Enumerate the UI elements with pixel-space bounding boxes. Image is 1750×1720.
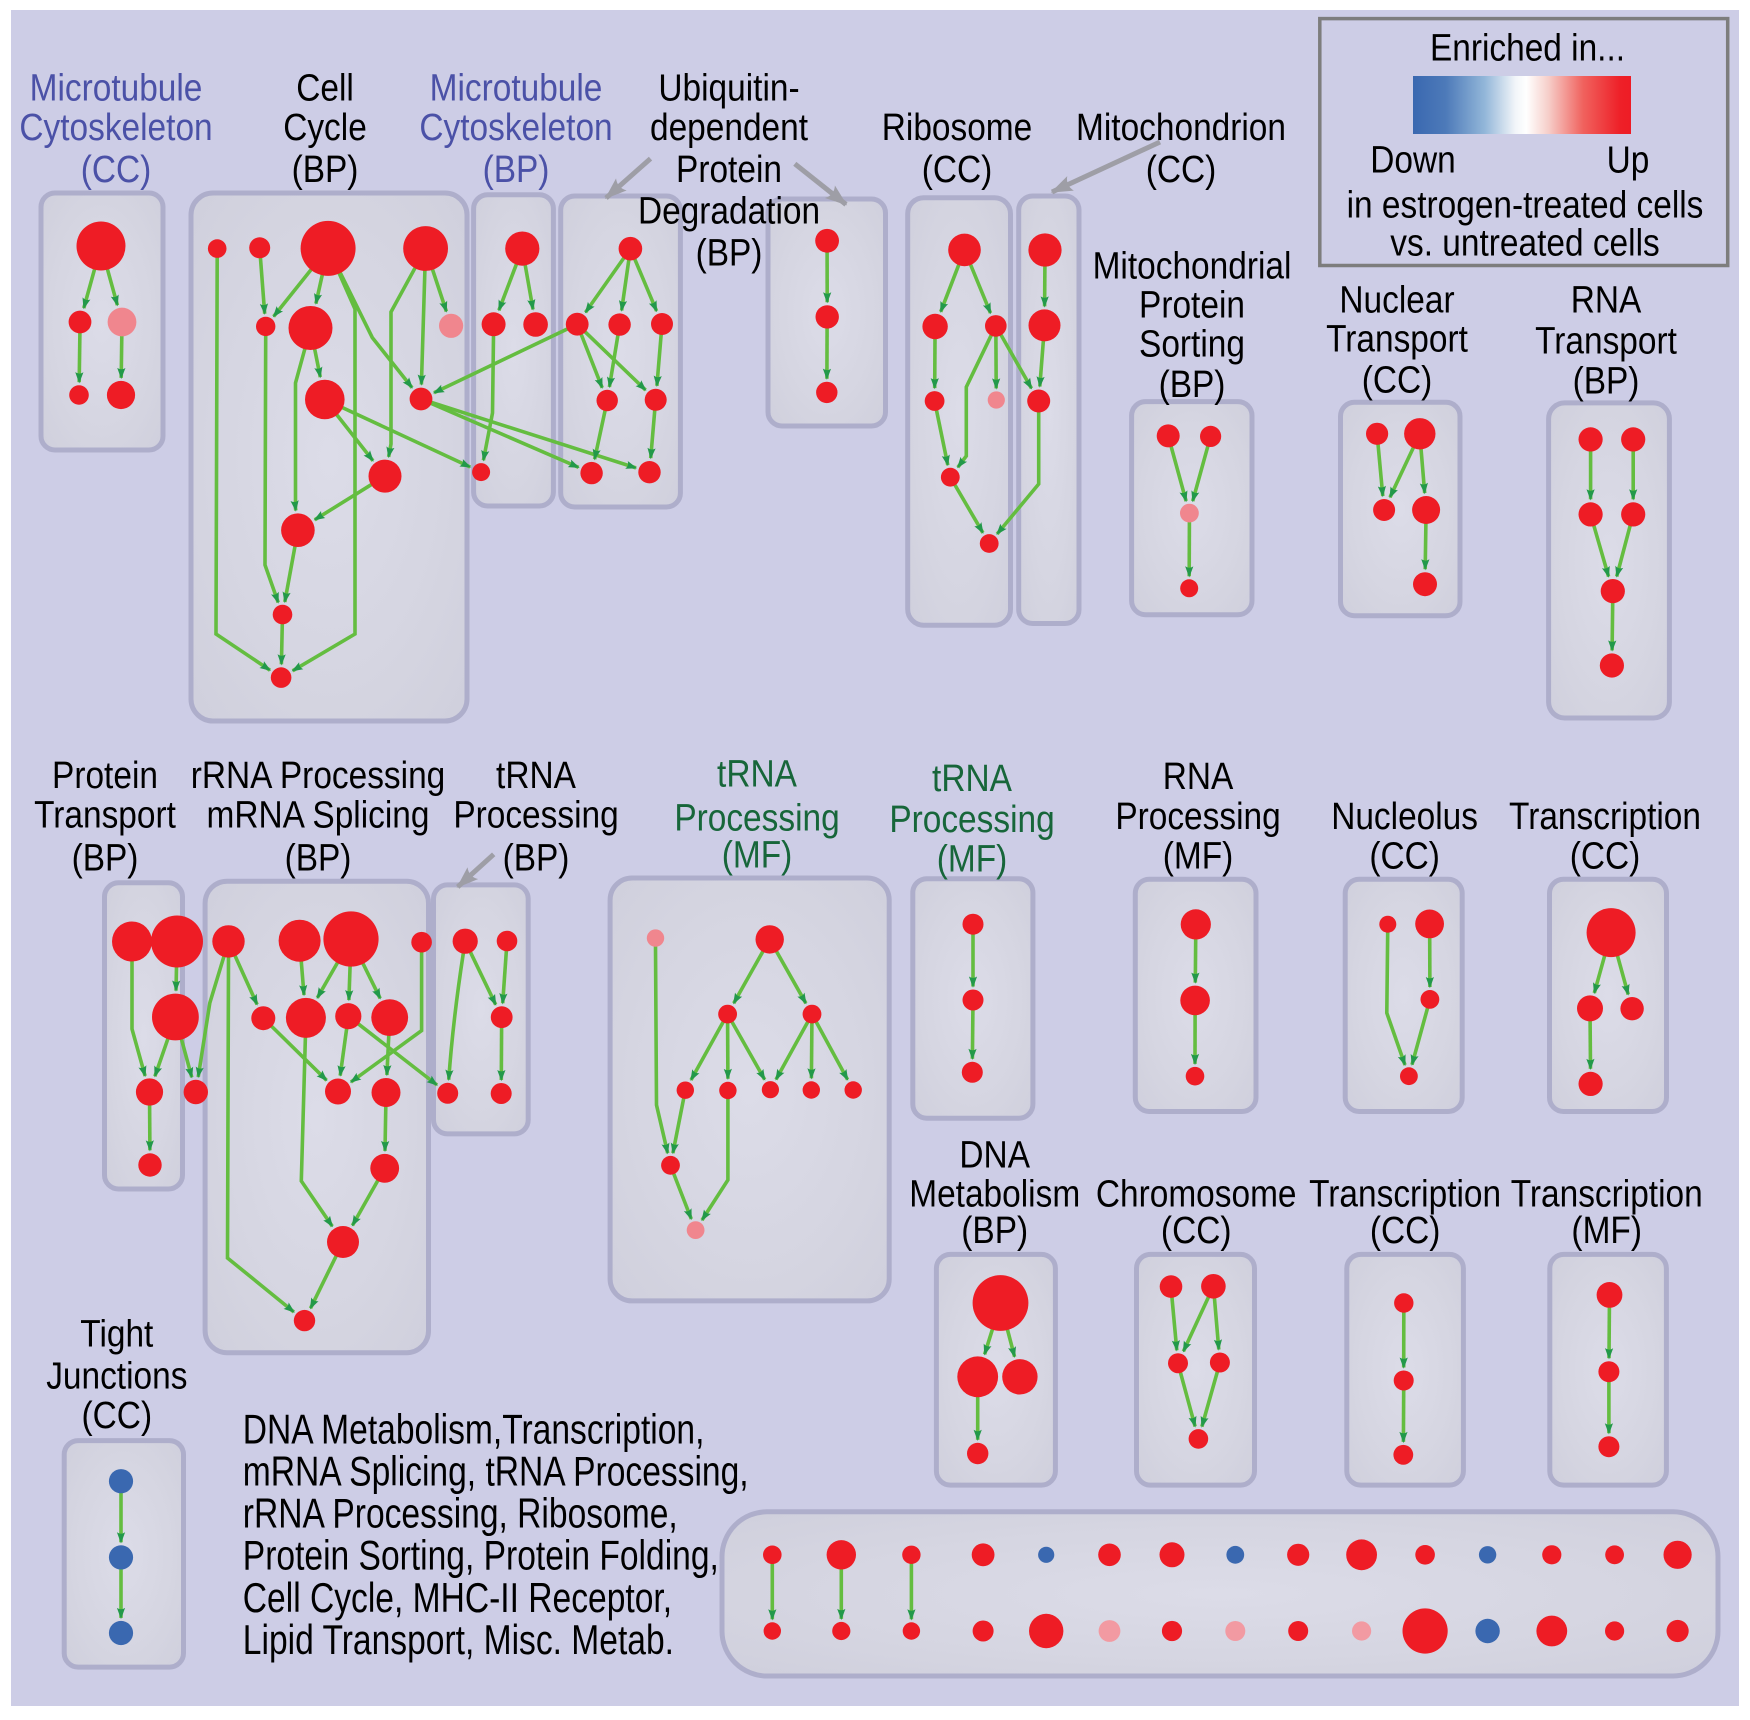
svg-text:Enriched in...: Enriched in... — [1430, 27, 1625, 69]
svg-text:tRNA: tRNA — [496, 754, 576, 796]
svg-text:(MF): (MF) — [722, 834, 793, 876]
svg-text:Nuclear: Nuclear — [1339, 279, 1454, 321]
svg-text:(BP): (BP) — [961, 1209, 1028, 1251]
svg-text:in estrogen-treated cells: in estrogen-treated cells — [1347, 184, 1704, 226]
svg-text:Mitochondrion: Mitochondrion — [1076, 106, 1286, 148]
svg-text:Chromosome: Chromosome — [1096, 1172, 1297, 1214]
svg-text:RNA: RNA — [1571, 279, 1642, 321]
svg-text:Transcription: Transcription — [1511, 1172, 1703, 1214]
svg-text:dependent: dependent — [650, 106, 808, 148]
svg-text:Junctions: Junctions — [46, 1355, 187, 1397]
svg-text:Cycle: Cycle — [283, 106, 367, 148]
svg-text:DNA: DNA — [959, 1134, 1030, 1176]
svg-text:Transport: Transport — [34, 794, 176, 836]
svg-text:(CC): (CC) — [1362, 359, 1433, 401]
svg-text:Transcription: Transcription — [1309, 1172, 1501, 1214]
svg-text:(BP): (BP) — [285, 836, 352, 878]
svg-text:(BP): (BP) — [1159, 363, 1226, 405]
svg-text:(MF): (MF) — [1571, 1209, 1642, 1251]
svg-text:Processing: Processing — [453, 794, 618, 836]
svg-text:(CC): (CC) — [1146, 148, 1217, 190]
svg-text:(CC): (CC) — [1370, 1209, 1441, 1251]
svg-text:Ribosome: Ribosome — [882, 106, 1033, 148]
svg-text:(BP): (BP) — [503, 836, 570, 878]
svg-text:(CC): (CC) — [1369, 835, 1440, 877]
svg-text:Protein: Protein — [1139, 284, 1245, 326]
svg-text:Up: Up — [1607, 139, 1650, 181]
svg-text:rRNA Processing, Ribosome,: rRNA Processing, Ribosome, — [243, 1491, 678, 1537]
svg-text:Tight: Tight — [80, 1313, 153, 1355]
svg-text:Transport: Transport — [1326, 318, 1468, 360]
svg-text:Nucleolus: Nucleolus — [1331, 795, 1478, 837]
svg-text:DNA Metabolism,Transcription,: DNA Metabolism,Transcription, — [243, 1407, 705, 1453]
svg-text:(BP): (BP) — [292, 148, 359, 190]
svg-text:Mitochondrial: Mitochondrial — [1093, 244, 1292, 286]
svg-text:Processing: Processing — [674, 797, 839, 839]
svg-text:Transport: Transport — [1535, 320, 1677, 362]
svg-text:Degradation: Degradation — [638, 190, 820, 232]
svg-text:Processing: Processing — [889, 798, 1054, 840]
svg-text:(CC): (CC) — [1161, 1209, 1232, 1251]
svg-text:Sorting: Sorting — [1139, 323, 1245, 365]
svg-text:(BP): (BP) — [483, 148, 550, 190]
svg-text:tRNA: tRNA — [717, 753, 797, 795]
svg-text:(BP): (BP) — [696, 232, 763, 274]
svg-text:Cytoskeleton: Cytoskeleton — [419, 106, 612, 148]
svg-text:Protein: Protein — [52, 754, 158, 796]
svg-text:(CC): (CC) — [922, 148, 993, 190]
svg-text:Cell Cycle, MHC-II Receptor,: Cell Cycle, MHC-II Receptor, — [243, 1575, 672, 1621]
svg-text:Ubiquitin-: Ubiquitin- — [658, 67, 799, 109]
svg-text:(BP): (BP) — [1573, 360, 1640, 402]
svg-text:Cell: Cell — [296, 67, 354, 109]
svg-text:Microtubule: Microtubule — [30, 67, 203, 109]
svg-text:(CC): (CC) — [82, 1394, 153, 1436]
svg-text:RNA: RNA — [1163, 755, 1234, 797]
svg-text:tRNA: tRNA — [932, 757, 1012, 799]
svg-text:(CC): (CC) — [81, 148, 152, 190]
svg-text:mRNA Splicing, tRNA Processing: mRNA Splicing, tRNA Processing, — [243, 1449, 749, 1495]
svg-text:Processing: Processing — [1115, 795, 1280, 837]
svg-text:Protein: Protein — [676, 148, 782, 190]
svg-text:rRNA Processing: rRNA Processing — [191, 754, 446, 796]
svg-text:(MF): (MF) — [937, 838, 1008, 880]
svg-text:Cytoskeleton: Cytoskeleton — [19, 106, 212, 148]
svg-text:Metabolism: Metabolism — [909, 1172, 1080, 1214]
svg-text:Down: Down — [1370, 139, 1455, 181]
svg-text:(MF): (MF) — [1163, 835, 1234, 877]
svg-text:Protein Sorting, Protein Foldi: Protein Sorting, Protein Folding, — [243, 1533, 719, 1579]
svg-text:Transcription: Transcription — [1509, 795, 1701, 837]
svg-text:(CC): (CC) — [1570, 835, 1641, 877]
svg-text:Microtubule: Microtubule — [430, 67, 603, 109]
svg-text:vs. untreated cells: vs. untreated cells — [1390, 222, 1659, 264]
svg-text:(BP): (BP) — [72, 836, 139, 878]
svg-text:Lipid Transport, Misc. Metab.: Lipid Transport, Misc. Metab. — [243, 1617, 674, 1663]
svg-text:mRNA Splicing: mRNA Splicing — [207, 794, 430, 836]
